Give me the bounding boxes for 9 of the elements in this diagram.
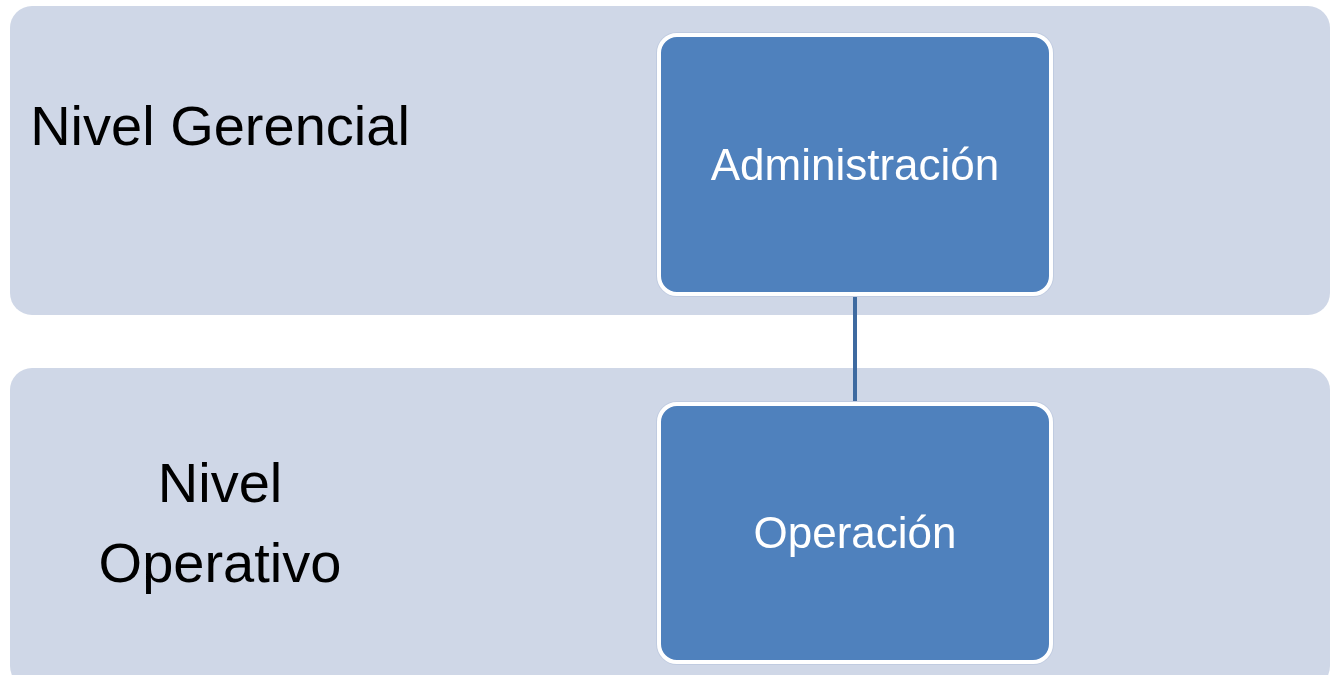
- box-label: Operación: [753, 508, 957, 558]
- process-box: [657, 33, 1053, 296]
- connector-line: [853, 296, 857, 402]
- level-label: Nivel Gerencial: [30, 93, 410, 159]
- level-label: Nivel Operativo: [97, 450, 343, 596]
- process-box: [657, 402, 1053, 664]
- box-label: Administración: [710, 139, 1000, 190]
- level-band: [10, 6, 1330, 315]
- level-band: [10, 368, 1330, 675]
